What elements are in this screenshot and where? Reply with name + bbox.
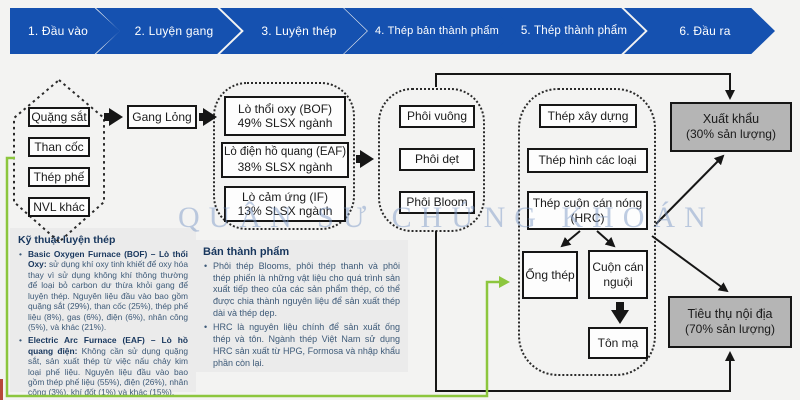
panel-title: Kỹ thuật luyện thép	[18, 234, 116, 246]
line-hrc-to-export	[655, 154, 725, 225]
furnace-bof-box: Lò thổi oxy (BOF) 49% SLSX ngành	[224, 96, 346, 136]
furnace-name: Lò cảm ứng (IF)	[241, 189, 329, 204]
furnace-if-box: Lò cảm ứng (IF) 13% SLSX ngành	[224, 186, 346, 222]
step-label: 5. Thép thành phẩm	[520, 25, 628, 37]
panel-smelting-techniques: Kỹ thuật luyện thép Basic Oxygen Furnace…	[10, 228, 196, 397]
input-iron-ore: Quặng sắt	[28, 107, 90, 127]
line-hrc-to-pipe	[560, 230, 581, 248]
line-billets-to-export	[435, 73, 735, 100]
domestic-consumption-box: Tiêu thụ nội địa (70% sản lượng)	[668, 296, 792, 348]
inputs-diamond-border	[13, 78, 105, 244]
export-box: Xuất khẩu (30% sản lượng)	[670, 102, 792, 152]
hrc-note: HRC là nguyên liệu chính để sản xuất ống…	[203, 322, 400, 369]
green-feed-line-to-pipe	[5, 156, 510, 398]
billet-note: Phôi thép Blooms, phôi thép thanh và phô…	[203, 261, 400, 319]
coated-sheet-box: Tôn mạ	[588, 327, 648, 359]
furnace-share: 49% SLSX ngành	[237, 116, 333, 130]
pig-iron-box: Gang Lỏng	[127, 105, 197, 129]
step-label: 4. Thép bản thành phẩm	[374, 25, 500, 37]
panel-title: Bán thành phẩm	[203, 246, 290, 258]
step-label: 2. Luyện gang	[134, 24, 214, 38]
billet-bloom-box: Phôi Bloom	[399, 191, 475, 214]
step-chevron-3: 3. Luyện thép	[220, 8, 367, 54]
input-other-materials: NVL khác	[28, 197, 90, 217]
steel-pipe-box: Ống thép	[522, 251, 578, 299]
input-scrap-steel: Thép phế	[28, 167, 90, 187]
output-title: Tiêu thụ nội địa	[687, 307, 773, 322]
line-billets-to-domestic	[435, 231, 735, 392]
furnace-name: Lò điện hồ quang (EAF)	[223, 145, 347, 158]
furnace-share: 13% SLSX ngành	[237, 204, 333, 218]
finished-steel-group-border	[518, 88, 656, 376]
line-hrc-to-crc	[596, 230, 616, 248]
furnace-eaf-box: Lò điện hồ quang (EAF) 38% SLSX ngành	[221, 142, 349, 178]
step-chevron-5: 5. Thép thành phẩm	[492, 8, 645, 54]
step-label: 6. Đầu ra	[679, 24, 731, 38]
step-label: 3. Luyện thép	[261, 24, 337, 38]
bof-note: Basic Oxygen Furnace (BOF) – Lò thổi Oxy…	[18, 249, 188, 332]
step-chevron-6: 6. Đầu ra	[624, 8, 775, 54]
furnace-share: 38% SLSX ngành	[237, 159, 333, 174]
line-hrc-to-domestic	[651, 235, 729, 293]
billet-square-box: Phôi vuông	[399, 105, 475, 128]
red-edge-line	[0, 379, 3, 400]
furnace-group-border	[213, 82, 355, 230]
panel-semi-finished: Bán thành phẩm Phôi thép Blooms, phôi th…	[195, 240, 408, 372]
eaf-note: Electric Arc Furnace (EAF) – Lò hồ quang…	[18, 335, 188, 398]
construction-steel-box: Thép xây dựng	[539, 104, 637, 128]
step-chevron-1: 1. Đầu vào	[10, 8, 120, 54]
shaped-steel-box: Thép hình các loại	[527, 148, 648, 173]
billet-group-border	[378, 88, 485, 232]
billet-flat-box: Phôi dẹt	[399, 148, 475, 171]
step-chevron-4: 4. Thép bản thành phẩm	[344, 8, 517, 54]
output-share: (70% sản lượng)	[685, 322, 775, 337]
furnace-name: Lò thổi oxy (BOF)	[237, 101, 333, 116]
output-title: Xuất khẩu	[702, 112, 760, 127]
step-label: 1. Đầu vào	[27, 24, 89, 38]
hrc-box: Thép cuộn cán nóng (HRC)	[527, 191, 648, 230]
cold-rolled-coil-box: Cuộn cán nguội	[588, 250, 648, 299]
input-coking-coal: Than cốc	[28, 137, 90, 157]
output-share: (30% sản lượng)	[686, 127, 776, 142]
step-chevron-2: 2. Luyện gang	[96, 8, 241, 54]
